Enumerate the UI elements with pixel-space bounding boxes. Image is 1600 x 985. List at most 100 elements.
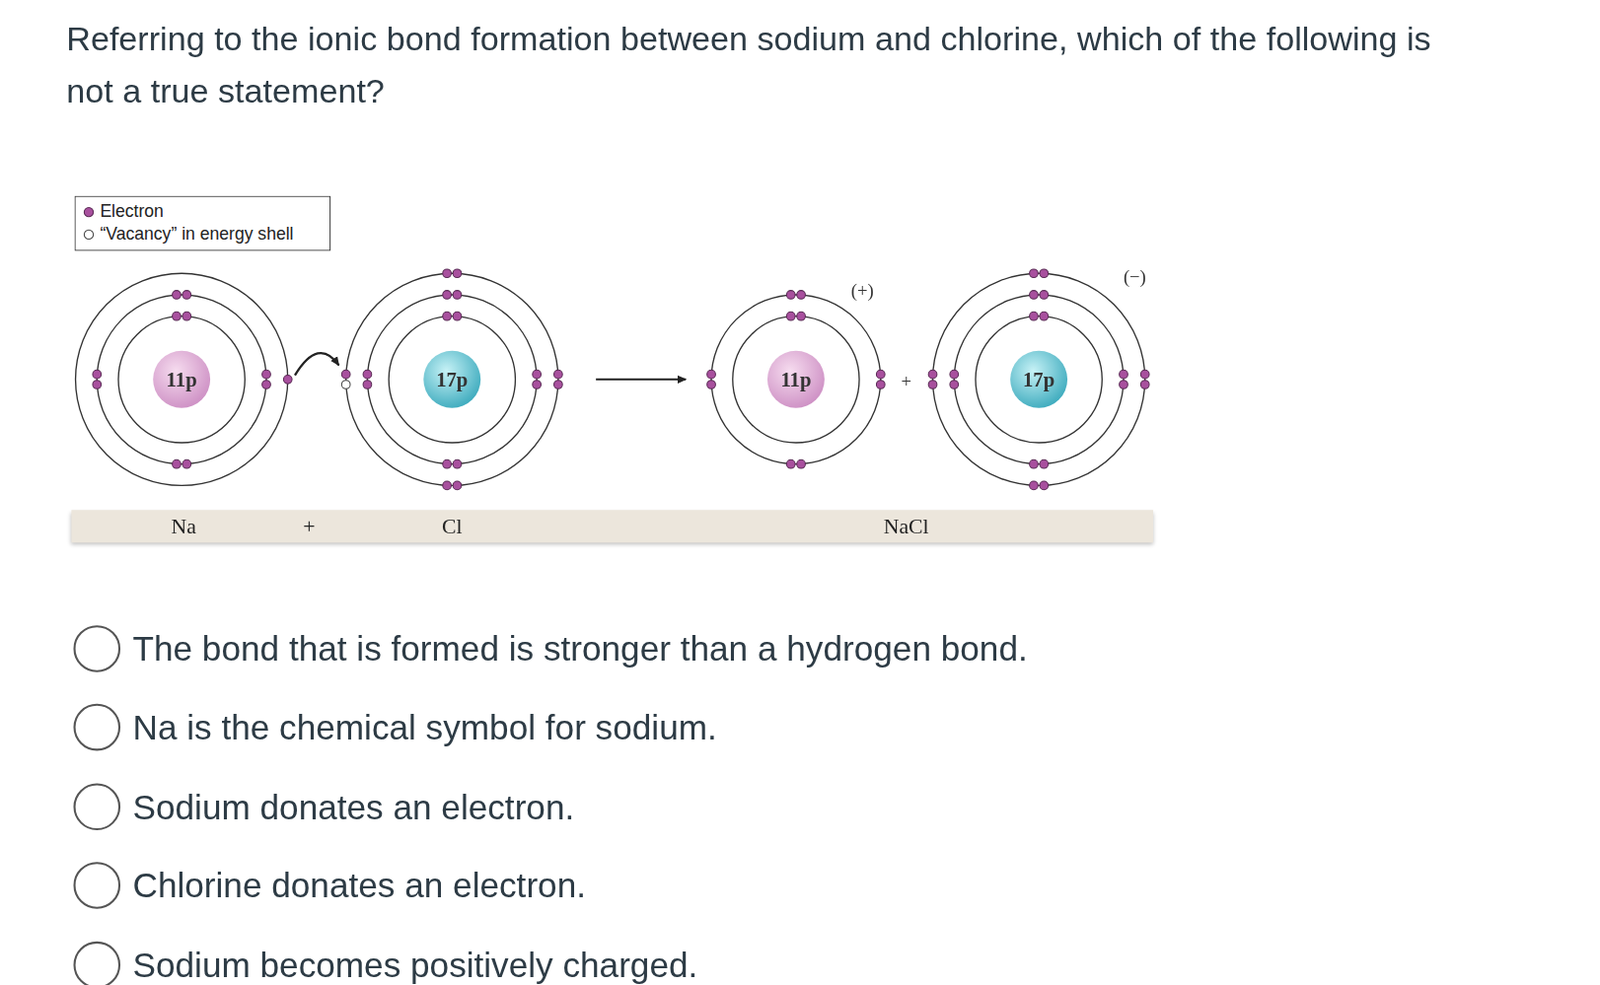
electron	[1029, 459, 1039, 469]
charge-label: (+)	[851, 280, 874, 302]
electron	[262, 369, 272, 379]
electron	[786, 290, 796, 300]
question-text: Referring to the ionic bond formation be…	[66, 11, 1475, 119]
electron	[928, 380, 938, 390]
energy-shell	[96, 294, 267, 465]
electron	[1039, 311, 1049, 321]
legend-box: Electron“Vacancy” in energy shell	[74, 196, 332, 252]
energy-shell	[933, 273, 1146, 486]
electron	[1029, 269, 1039, 279]
formula-label: NaCl	[883, 512, 930, 540]
electron	[707, 369, 717, 379]
proton-count: 11p	[166, 367, 198, 392]
electron	[92, 380, 102, 390]
electron	[786, 459, 796, 469]
legend-swatch	[83, 229, 94, 240]
nucleus: 17p	[423, 351, 481, 409]
electron	[452, 269, 462, 279]
energy-shell	[75, 273, 289, 486]
formula-label: Cl	[441, 512, 463, 540]
electron	[797, 459, 806, 469]
electron	[554, 380, 564, 390]
electron	[797, 290, 806, 300]
electron	[1119, 369, 1129, 379]
electron	[363, 369, 372, 379]
electron	[92, 369, 102, 379]
energy-shell	[953, 294, 1124, 465]
electron	[554, 369, 564, 379]
nucleus: 11p	[767, 351, 825, 409]
answer-option: Sodium becomes positively charged.	[132, 945, 698, 985]
electron	[442, 269, 452, 279]
electron	[1140, 369, 1150, 379]
electron	[452, 459, 462, 469]
electron	[1039, 290, 1049, 300]
legend-row: Electron	[83, 202, 164, 223]
legend-text: Electron	[99, 202, 164, 223]
electron	[532, 380, 542, 390]
vacancy	[341, 380, 351, 390]
electron	[949, 380, 959, 390]
nucleus: 17p	[1010, 351, 1068, 409]
electron	[452, 311, 462, 321]
electron	[172, 290, 182, 300]
electron	[1039, 269, 1049, 279]
energy-shell	[118, 316, 245, 443]
answer-option: Chlorine donates an electron.	[132, 865, 586, 906]
electron	[875, 380, 885, 390]
answer-option: The bond that is formed is stronger than…	[132, 628, 1027, 669]
radio-button	[74, 943, 121, 985]
nucleus: 11p	[152, 351, 211, 409]
electron	[875, 369, 885, 379]
electron	[1039, 481, 1049, 491]
electron	[182, 459, 192, 469]
electron	[1140, 380, 1150, 390]
energy-shell	[711, 294, 881, 465]
electron	[1029, 311, 1039, 321]
answer-option: Sodium donates an electron.	[132, 787, 575, 828]
reaction-arrow	[595, 378, 686, 381]
radio-button	[74, 863, 121, 909]
formula-label: Na	[171, 512, 197, 540]
electron	[442, 311, 452, 321]
legend-swatch	[83, 207, 94, 218]
electron	[442, 459, 452, 469]
electron	[532, 369, 542, 379]
electron	[1029, 290, 1039, 300]
electron	[949, 369, 959, 379]
energy-shell	[732, 316, 860, 443]
electron	[452, 290, 462, 300]
electron	[283, 374, 292, 384]
radio-button	[74, 626, 121, 672]
electron	[442, 290, 452, 300]
radio-button	[74, 705, 121, 751]
electron	[172, 459, 182, 469]
proton-count: 17p	[436, 367, 468, 392]
electron	[172, 311, 182, 321]
proton-count: 17p	[1022, 367, 1055, 392]
energy-shell	[388, 316, 515, 443]
electron	[786, 311, 796, 321]
energy-shell	[346, 273, 559, 486]
electron	[1029, 481, 1039, 491]
formula-label: +	[302, 512, 315, 540]
transfer-arrow	[294, 353, 339, 376]
electron	[182, 290, 192, 300]
energy-shell	[366, 294, 537, 465]
electron	[363, 380, 372, 390]
label-band: Na + Cl NaCl	[71, 509, 1154, 543]
electron	[262, 380, 272, 390]
electron	[1039, 459, 1049, 469]
electron	[442, 481, 452, 491]
electron	[707, 380, 717, 390]
energy-shell	[975, 316, 1102, 443]
legend-row: “Vacancy” in energy shell	[83, 224, 294, 246]
electron	[928, 369, 938, 379]
radio-button	[74, 785, 121, 831]
charge-label: (−)	[1123, 267, 1147, 290]
answer-option: Na is the chemical symbol for sodium.	[132, 707, 717, 748]
electron	[341, 369, 351, 379]
electron	[1119, 380, 1129, 390]
plus-sign: +	[900, 370, 912, 393]
